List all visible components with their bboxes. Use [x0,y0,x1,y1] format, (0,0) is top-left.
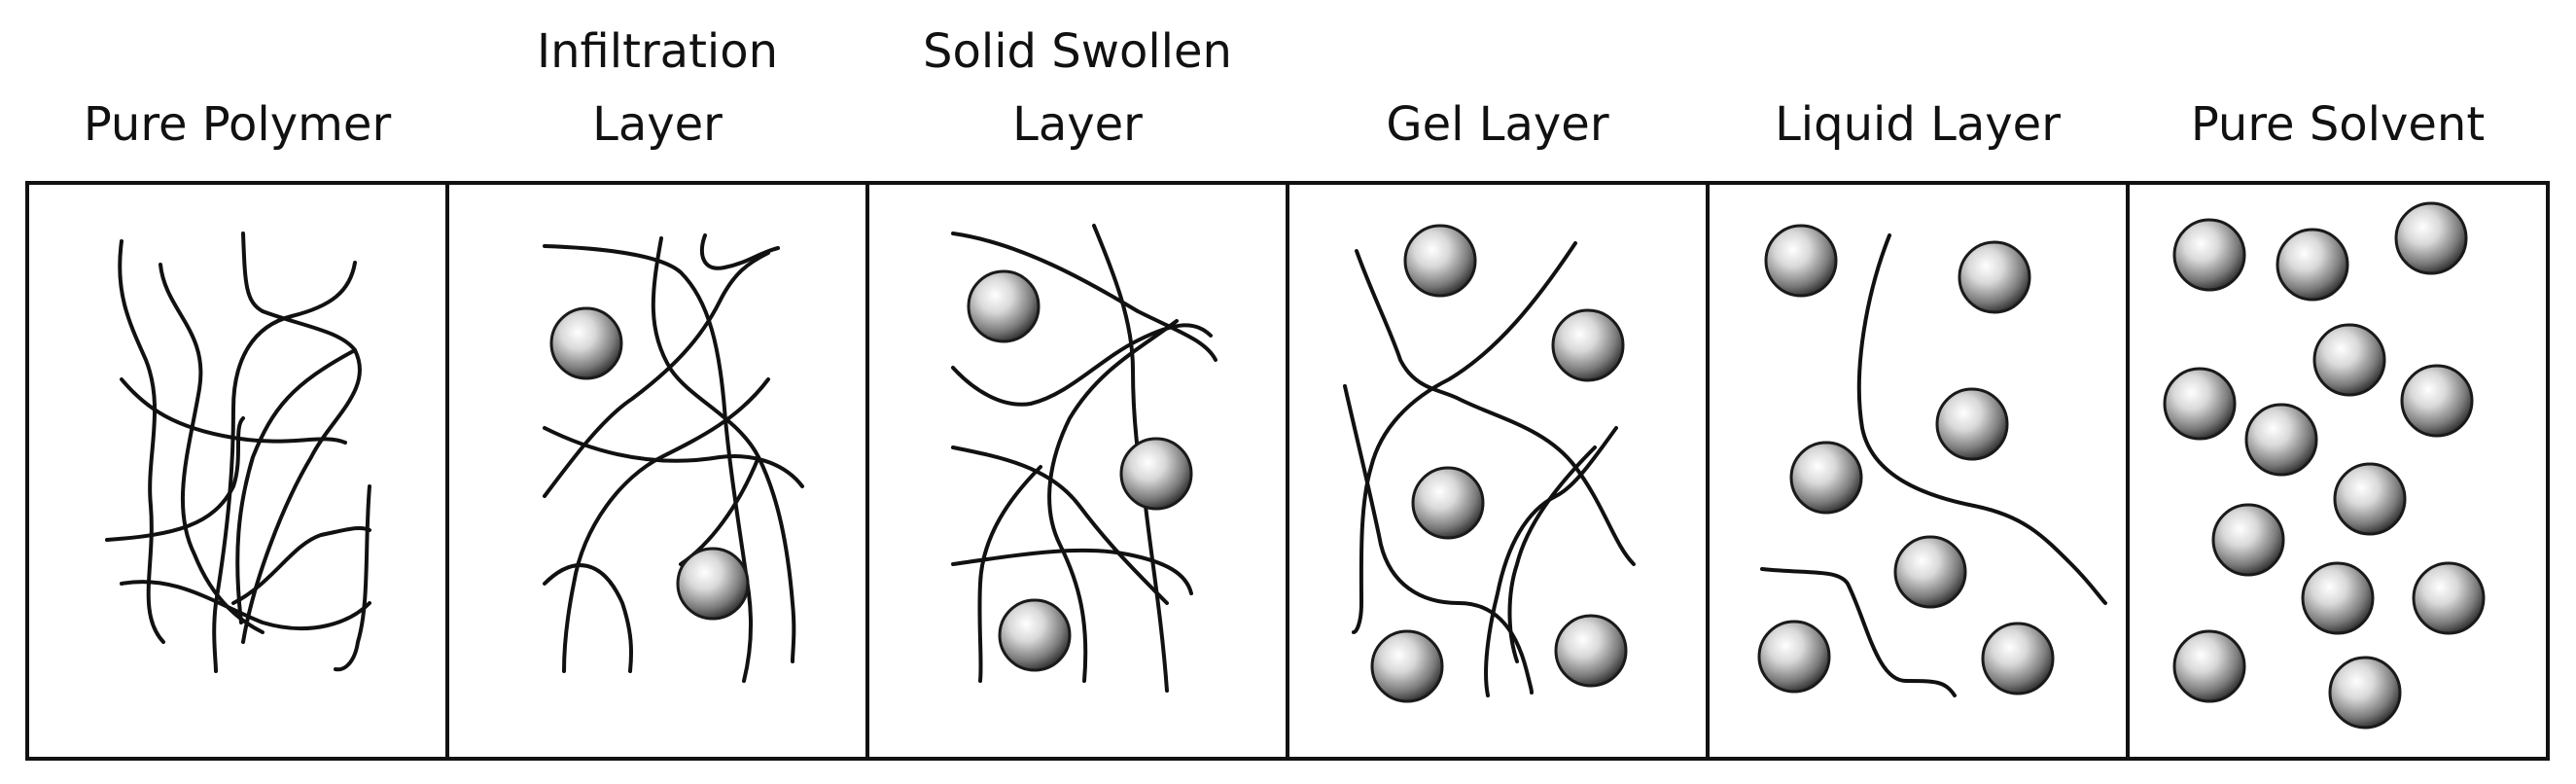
polymer-chain [977,465,1042,683]
polymer-chain [562,377,770,673]
polymer-chain [951,548,1193,595]
panel-liquid-layer [1757,224,2107,697]
polymer-chain [1760,567,1957,697]
title-solid-swollen-layer: Solid Swollen Layer [923,24,1232,152]
solvent-molecule [2163,367,2237,441]
panel-solid-swollen-layer [951,224,1217,693]
polymer-chain [241,232,362,644]
solvent-molecule [2412,561,2486,635]
polymer-chain [1047,319,1179,683]
solvent-molecule [1764,224,1838,298]
polymer-chain [159,263,265,634]
solvent-molecule [2400,364,2474,438]
title-pure-polymer: Pure Polymer [83,97,392,152]
polymer-chain [120,580,371,631]
solvent-molecule [1411,466,1485,540]
polymer-chain [543,426,804,488]
polymer-chain [235,348,357,624]
solvent-molecule [2333,462,2407,536]
polymer-chain [231,525,371,605]
solvent-molecule [1370,629,1444,703]
panel-pure-solvent [2163,201,2486,730]
polymer-chain [1856,233,2107,605]
solvent-molecule [2301,561,2375,635]
polymer-chain [1355,249,1636,566]
polymer-chain [951,445,1169,605]
polymer-chain [543,244,754,683]
solvent-molecule [2172,629,2246,703]
panel-pure-polymer [105,232,371,673]
solvent-molecule [2172,218,2246,292]
solvent-molecule [1551,308,1625,382]
title-liquid-layer: Liquid Layer [1775,97,2061,152]
polymer-chain [212,261,357,673]
polymer-chain [1352,241,1577,634]
solvent-molecule [1981,622,2055,695]
title-gel-layer: Gel Layer [1386,97,1609,152]
solvent-molecule [676,547,750,621]
solvent-molecule [549,306,623,380]
solvent-molecule [998,598,1072,672]
panel-titles: Pure Polymer Infiltration Layer Solid Sw… [27,0,2548,181]
panel-infiltration-layer [543,233,804,683]
solvent-molecule [1757,620,1831,694]
polymer-chain [699,233,780,270]
polymer-chain [334,484,371,672]
solvent-molecule [1893,535,1967,609]
solvent-molecule [1789,441,1863,515]
solvent-molecule [1554,614,1628,688]
solvent-molecule [2394,201,2468,275]
solvent-molecule [2312,323,2386,397]
solvent-molecule [2276,228,2349,302]
polymer-chain [951,323,1213,407]
polymer-chain [1343,384,1534,695]
polymer-chain [651,236,796,663]
panel-gel-layer [1343,224,1636,703]
polymer-chain [120,377,347,445]
solvent-molecule [2244,403,2318,477]
solvent-molecule [1958,240,2031,314]
solvent-molecule [1935,387,2009,461]
solvent-molecule [1119,437,1193,511]
solvent-molecule [2328,656,2402,730]
polymer-chain [1507,445,1597,663]
title-pure-solvent: Pure Solvent [2190,97,2486,152]
solvent-molecule [2211,503,2285,577]
polymer-chain [118,239,165,644]
polymer-chain [1484,426,1618,697]
title-infiltration-layer: Infiltration Layer [536,24,779,152]
polymer-chain [105,416,245,542]
solvent-molecule [1403,224,1477,298]
polymer-chain [543,563,634,673]
solvent-molecule [967,269,1041,343]
